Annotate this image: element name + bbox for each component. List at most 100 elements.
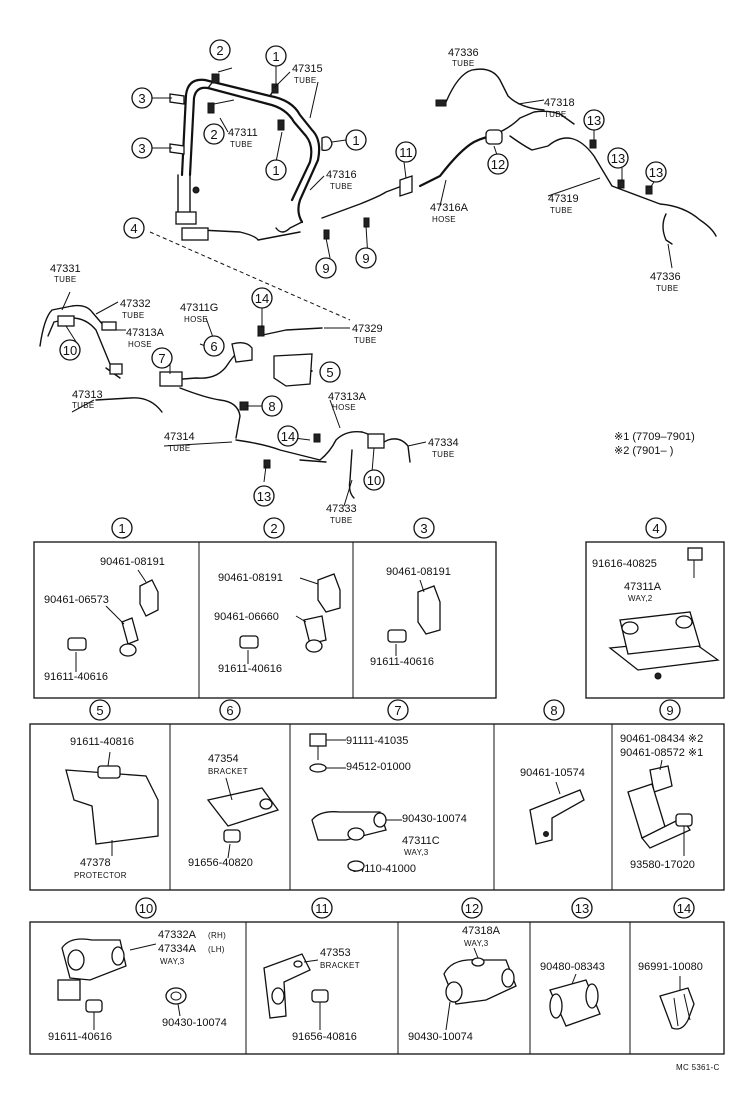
p6-part-1: 47354 bbox=[208, 753, 239, 765]
svg-text:3: 3 bbox=[138, 91, 145, 106]
svg-text:TUBE: TUBE bbox=[656, 284, 679, 293]
svg-text:(RH): (RH) bbox=[208, 931, 226, 940]
svg-text:13: 13 bbox=[575, 901, 589, 916]
svg-text:WAY,3: WAY,3 bbox=[404, 848, 429, 857]
p7-part-2: 94512-01000 bbox=[346, 761, 411, 773]
svg-text:TUBE: TUBE bbox=[294, 76, 317, 85]
svg-text:TUBE: TUBE bbox=[452, 59, 475, 68]
p12-part-1: 47318A bbox=[462, 925, 501, 937]
svg-text:7: 7 bbox=[158, 351, 165, 366]
label-47319: 47319 bbox=[548, 193, 579, 205]
p11-part-2: 91656-40816 bbox=[292, 1031, 357, 1043]
svg-text:TUBE: TUBE bbox=[330, 516, 353, 525]
svg-text:10: 10 bbox=[367, 473, 381, 488]
p9-part-1: 90461-08434 ※2 bbox=[620, 733, 703, 745]
p7-part-4: 47311C bbox=[402, 835, 440, 847]
label-47313: 47313 bbox=[72, 389, 103, 401]
p4-part-2: 47311A bbox=[624, 581, 662, 593]
svg-text:PROTECTOR: PROTECTOR bbox=[74, 871, 127, 880]
svg-text:10: 10 bbox=[139, 901, 153, 916]
p7-part-3: 90430-10074 bbox=[402, 813, 467, 825]
svg-text:14: 14 bbox=[281, 429, 295, 444]
leader-lines bbox=[61, 64, 673, 507]
p6-part-2: 91656-40820 bbox=[188, 857, 253, 869]
diagram-callouts: 2 1 3 2 3 1 1 11 12 13 13 13 4 9 9 14 10… bbox=[59, 39, 667, 507]
svg-text:HOSE: HOSE bbox=[332, 403, 356, 412]
svg-text:13: 13 bbox=[587, 113, 601, 128]
p9-part-2: 90461-08572 ※1 bbox=[620, 747, 703, 759]
label-47318: 47318 bbox=[544, 97, 575, 109]
svg-text:HOSE: HOSE bbox=[184, 315, 208, 324]
tube-labels: 47315 TUBE 47311 TUBE 47316 TUBE 47316A … bbox=[50, 47, 695, 525]
svg-text:1: 1 bbox=[272, 163, 279, 178]
svg-text:10: 10 bbox=[63, 343, 77, 358]
p10-part-3: 91611-40616 bbox=[48, 1031, 112, 1043]
label-47313A-right: 47313A bbox=[328, 391, 367, 403]
svg-text:9: 9 bbox=[666, 703, 673, 718]
upper-tube-assembly bbox=[149, 68, 717, 321]
label-47314: 47314 bbox=[164, 431, 195, 443]
p5-part-1: 91611-40816 bbox=[70, 736, 134, 748]
svg-text:WAY,3: WAY,3 bbox=[464, 939, 489, 948]
label-47333: 47333 bbox=[326, 503, 357, 515]
svg-text:TUBE: TUBE bbox=[330, 182, 353, 191]
p7-part-1: 91111-41035 bbox=[346, 735, 408, 747]
detail-row-2: 5 6 7 8 9 91611-40816 47378 PROTECTOR 47… bbox=[29, 699, 725, 891]
svg-text:BRACKET: BRACKET bbox=[208, 767, 248, 776]
p3-part-1: 90461-08191 bbox=[386, 566, 451, 578]
svg-text:WAY,2: WAY,2 bbox=[628, 594, 653, 603]
p12-part-2: 90430-10074 bbox=[408, 1031, 473, 1043]
svg-text:4: 4 bbox=[130, 221, 137, 236]
p1-part-1: 90461-08191 bbox=[100, 556, 165, 568]
p4-part-1: 91616-40825 bbox=[592, 558, 657, 570]
p1-part-3: 91611-40616 bbox=[44, 671, 108, 683]
p9-part-3: 93580-17020 bbox=[630, 859, 695, 871]
label-47334: 47334 bbox=[428, 437, 459, 449]
svg-text:12: 12 bbox=[491, 157, 505, 172]
p10-part-4: 90430-10074 bbox=[162, 1017, 227, 1029]
label-47336-lower: 47336 bbox=[650, 271, 681, 283]
svg-text:BRACKET: BRACKET bbox=[320, 961, 360, 970]
label-47311: 47311 bbox=[228, 127, 258, 139]
svg-text:12: 12 bbox=[465, 901, 479, 916]
label-47313A-left: 47313A bbox=[126, 327, 165, 339]
note-2: ※2 (7901– ) bbox=[614, 445, 673, 457]
svg-text:TUBE: TUBE bbox=[550, 206, 573, 215]
svg-text:TUBE: TUBE bbox=[168, 444, 191, 453]
svg-text:TUBE: TUBE bbox=[432, 450, 455, 459]
p11-part-1: 47353 bbox=[320, 947, 351, 959]
svg-text:3: 3 bbox=[420, 521, 427, 536]
svg-text:(LH): (LH) bbox=[208, 945, 225, 954]
svg-text:11: 11 bbox=[399, 145, 413, 160]
note-1: ※1 (7709–7901) bbox=[614, 431, 695, 443]
svg-text:TUBE: TUBE bbox=[354, 336, 377, 345]
svg-text:TUBE: TUBE bbox=[122, 311, 145, 320]
svg-text:13: 13 bbox=[611, 151, 625, 166]
svg-text:HOSE: HOSE bbox=[432, 215, 456, 224]
detail-row-3: 10 11 12 13 14 47332A (RH) 47334A (LH) W… bbox=[29, 897, 725, 1072]
svg-text:2: 2 bbox=[210, 127, 217, 142]
svg-text:1: 1 bbox=[118, 521, 125, 536]
svg-text:6: 6 bbox=[226, 703, 233, 718]
svg-text:HOSE: HOSE bbox=[128, 340, 152, 349]
svg-text:WAY,3: WAY,3 bbox=[160, 957, 185, 966]
label-47329: 47329 bbox=[352, 323, 383, 335]
p13-part-1: 90480-08343 bbox=[540, 961, 605, 973]
label-47332: 47332 bbox=[120, 298, 151, 310]
lower-clips bbox=[57, 315, 385, 469]
svg-text:14: 14 bbox=[677, 901, 691, 916]
svg-text:3: 3 bbox=[138, 141, 145, 156]
label-47331: 47331 bbox=[50, 263, 81, 275]
diagram-code: MC 5361-C bbox=[676, 1063, 720, 1072]
label-47316: 47316 bbox=[326, 169, 357, 181]
p2-part-3: 91611-40616 bbox=[218, 663, 282, 675]
p5-part-2: 47378 bbox=[80, 857, 111, 869]
p8-part-1: 90461-10574 bbox=[520, 767, 585, 779]
svg-text:1: 1 bbox=[272, 49, 279, 64]
svg-text:7: 7 bbox=[394, 703, 401, 718]
svg-text:11: 11 bbox=[315, 901, 329, 916]
svg-text:1: 1 bbox=[352, 133, 359, 148]
svg-text:2: 2 bbox=[216, 43, 223, 58]
detail-row-1: 1 2 3 4 90461-08191 90461-06573 91611-40… bbox=[33, 517, 725, 699]
